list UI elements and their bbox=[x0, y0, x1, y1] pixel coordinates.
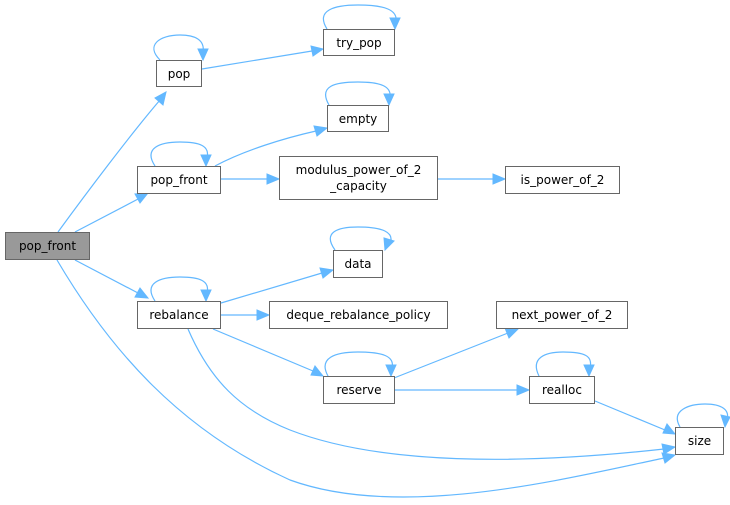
arrowhead-icon bbox=[662, 423, 677, 435]
edge-realloc-size bbox=[594, 400, 666, 431]
node-realloc[interactable]: realloc bbox=[529, 376, 595, 404]
edge-rebalance-data bbox=[220, 272, 323, 304]
arrowhead-icon bbox=[256, 309, 271, 321]
arrowhead-icon bbox=[313, 125, 329, 137]
edge-empty-self bbox=[325, 81, 391, 106]
edge-reserve-self bbox=[324, 351, 393, 377]
edge-rebalance-self bbox=[150, 276, 209, 302]
edge-root-pop bbox=[57, 99, 161, 233]
edge-reserve-next_power_of_2 bbox=[393, 332, 509, 379]
arrowhead-icon bbox=[134, 287, 150, 299]
arrowhead-icon bbox=[310, 365, 325, 377]
node-try_pop[interactable]: try_pop bbox=[323, 29, 395, 56]
node-modulus_power_of_2_capacity[interactable]: modulus_power_of_2 _capacity bbox=[279, 156, 438, 200]
arrowhead-icon bbox=[504, 327, 520, 339]
arrowhead-icon bbox=[154, 91, 167, 106]
arrowhead-icon bbox=[720, 414, 730, 429]
arrowhead-icon bbox=[383, 237, 395, 252]
arrowhead-icon bbox=[385, 364, 397, 378]
node-data[interactable]: data bbox=[333, 250, 383, 278]
node-root-pop_front[interactable]: pop_front bbox=[5, 232, 90, 260]
edge-try_pop-self bbox=[322, 4, 397, 30]
node-pop[interactable]: pop bbox=[156, 60, 202, 87]
node-pop_front[interactable]: pop_front bbox=[137, 166, 221, 194]
edge-pop-self bbox=[153, 34, 204, 61]
arrowhead-icon bbox=[197, 48, 209, 62]
edge-rebalance-reserve bbox=[212, 328, 314, 372]
arrowhead-icon bbox=[383, 93, 395, 107]
node-rebalance[interactable]: rebalance bbox=[137, 301, 221, 329]
node-empty[interactable]: empty bbox=[327, 105, 389, 132]
arrowhead-icon bbox=[310, 45, 325, 57]
node-deque_rebalance_policy[interactable]: deque_rebalance_policy bbox=[269, 301, 448, 329]
arrowhead-icon bbox=[492, 173, 507, 185]
arrowhead-icon bbox=[661, 452, 677, 464]
edge-root-size bbox=[56, 259, 665, 498]
node-is_power_of_2[interactable]: is_power_of_2 bbox=[505, 166, 620, 194]
edge-pop-try_pop bbox=[201, 50, 313, 70]
edge-pop_front-self bbox=[150, 141, 209, 167]
arrowhead-icon bbox=[266, 173, 281, 185]
arrowhead-icon bbox=[389, 17, 401, 31]
edge-pop_front-empty bbox=[214, 130, 317, 167]
edge-root-pop_front bbox=[74, 197, 141, 233]
arrowhead-icon bbox=[661, 443, 677, 455]
arrowhead-icon bbox=[516, 384, 531, 396]
arrowhead-icon bbox=[200, 154, 212, 168]
edge-rebalance-size bbox=[187, 328, 665, 460]
edge-realloc-self bbox=[535, 351, 592, 377]
arrowhead-icon bbox=[134, 192, 150, 204]
edge-root-rebalance bbox=[74, 259, 139, 294]
node-reserve[interactable]: reserve bbox=[323, 376, 395, 404]
edge-size-self bbox=[676, 403, 729, 428]
arrowhead-icon bbox=[319, 267, 335, 279]
edge-data-self bbox=[329, 226, 392, 251]
arrowhead-icon bbox=[200, 289, 212, 303]
node-next_power_of_2[interactable]: next_power_of_2 bbox=[496, 301, 628, 329]
arrowhead-icon bbox=[583, 364, 595, 378]
node-size[interactable]: size bbox=[675, 427, 724, 455]
